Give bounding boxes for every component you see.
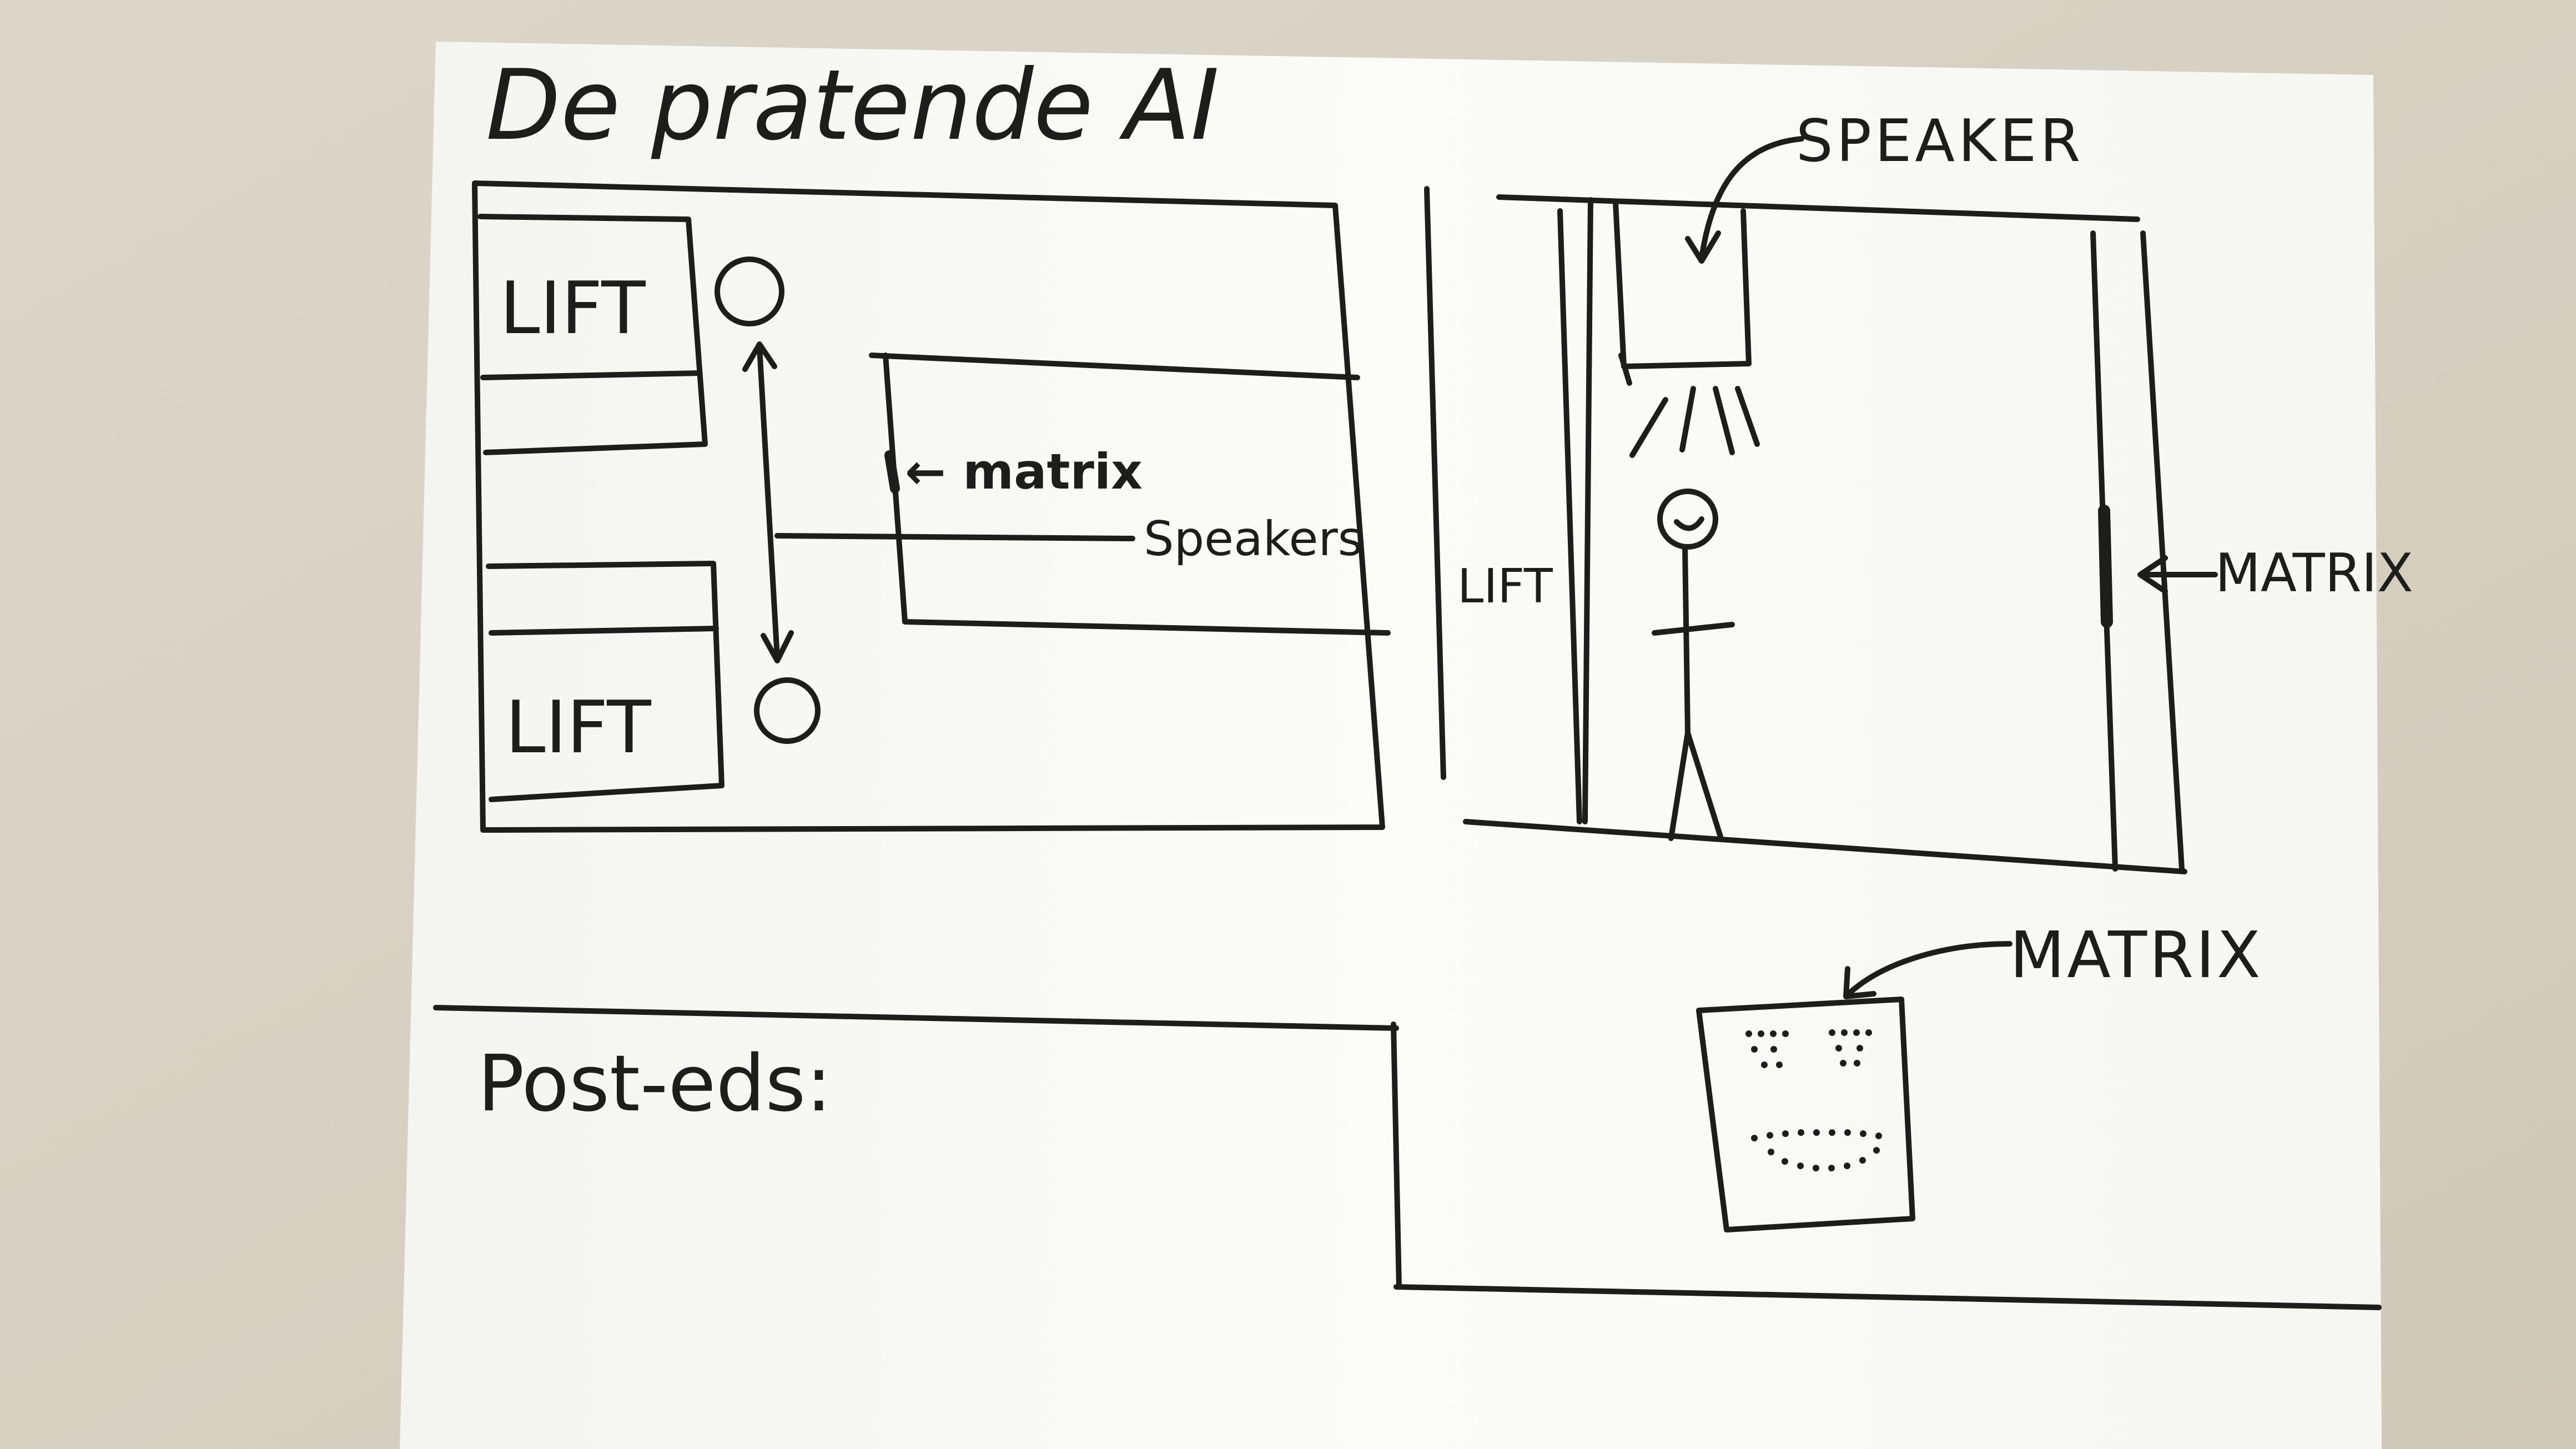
- side-view-sketch: [1424, 136, 2218, 874]
- post-eds-frame: [433, 1005, 2382, 1310]
- face-matrix-label: MATRIX: [2010, 918, 2263, 993]
- floor-speakers-note: Speakers: [1144, 511, 1363, 567]
- side-speaker-label: SPEAKER: [1796, 107, 2084, 175]
- floor-plan-sketch: [472, 180, 1391, 833]
- side-matrix-label: MATRIX: [2215, 543, 2413, 604]
- paper-sheet: [400, 42, 2382, 1449]
- floor-lift-bottom-label: LIFT: [505, 685, 651, 769]
- floor-matrix-note: ← matrix: [905, 443, 1143, 500]
- post-eds-label: Post-eds:: [477, 1039, 832, 1129]
- matrix-face-dots: [1745, 1029, 1882, 1171]
- matrix-face-sketch: [1696, 941, 2012, 1232]
- floor-lift-top-label: LIFT: [500, 266, 646, 350]
- side-lift-label: LIFT: [1457, 559, 1553, 614]
- page-title: De pratende AI: [486, 49, 1219, 162]
